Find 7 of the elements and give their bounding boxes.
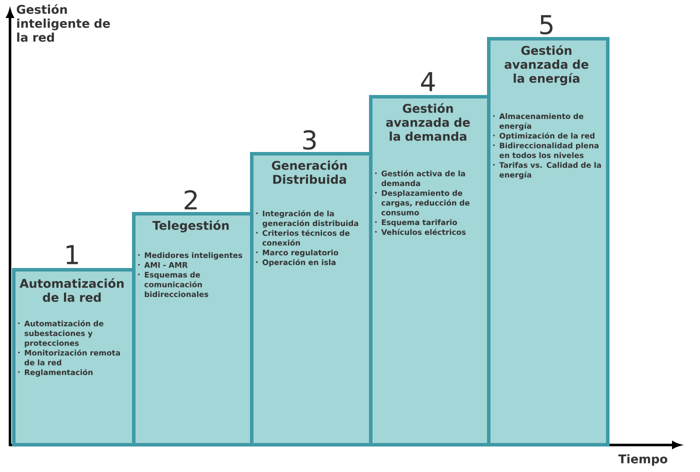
stage-number: 2 [184, 190, 197, 210]
stage-number: 5 [540, 15, 552, 34]
axis-label: Tiempo [618, 454, 668, 466]
axis-label: Gestión inteligente de la red [16, 4, 110, 42]
stage-number: 3 [303, 130, 316, 150]
stage-number: 4 [421, 72, 435, 92]
stage-number: 1 [66, 245, 78, 264]
